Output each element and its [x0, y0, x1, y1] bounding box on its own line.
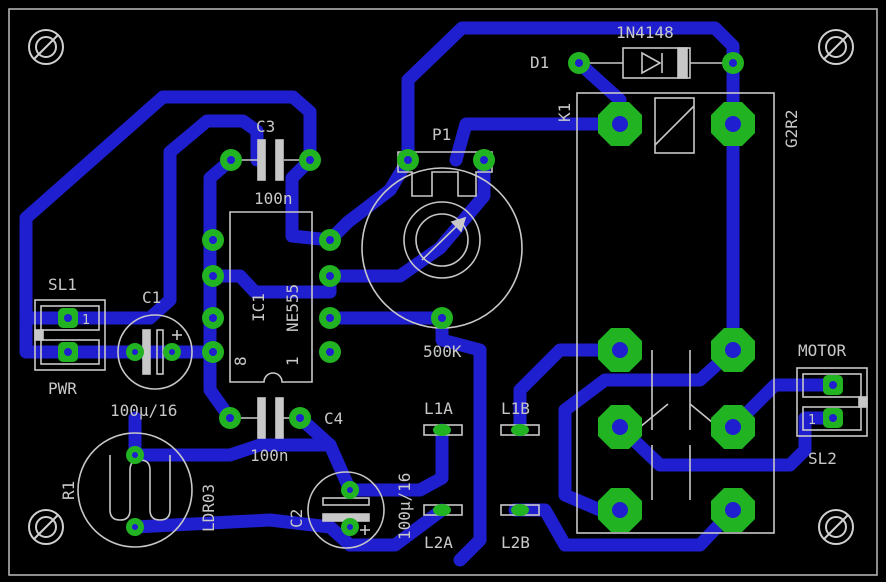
label-k1: K1: [555, 103, 574, 122]
silkscreen: [34, 47, 868, 549]
pad-k1-nc1: [598, 328, 642, 372]
label-d1: D1: [530, 53, 549, 72]
ic1-body: [229, 211, 313, 383]
mounting-hole-top-right: [818, 29, 854, 65]
label-l2a: L2A: [424, 533, 453, 552]
label-l1b: L1B: [501, 399, 530, 418]
label-p1: P1: [432, 125, 451, 144]
c4-body: [230, 397, 300, 439]
label-c3: C3: [256, 117, 275, 136]
pad-k1-coil-a: [598, 102, 642, 146]
mounting-hole-bottom-right: [818, 509, 854, 545]
sl1-body: [34, 299, 106, 371]
label-relay-value: G2R2: [782, 109, 801, 148]
pad-l2b: [511, 504, 529, 516]
mounting-hole-bottom-left: [28, 509, 64, 545]
sl2-body: [796, 367, 868, 437]
label-diode-value: 1N4148: [616, 23, 674, 42]
label-c2-value: 100µ/16: [395, 473, 414, 540]
pad-k1-com1: [598, 405, 642, 449]
label-c3-value: 100n: [254, 189, 293, 208]
label-sl1: SL1: [48, 275, 77, 294]
board-outline: [8, 8, 878, 576]
label-l1a: L1A: [424, 399, 453, 418]
pad-k1-coil-b: [711, 102, 755, 146]
label-l2b: L2B: [501, 533, 530, 552]
label-r1-value: LDR03: [199, 484, 218, 532]
label-sl1-pin1: 1: [82, 313, 90, 328]
c3-body: [231, 139, 310, 181]
mounting-hole-top-left: [28, 29, 64, 65]
label-ic-pin1: 1: [283, 356, 302, 366]
pad-l1b: [511, 424, 529, 436]
label-c4: C4: [324, 409, 343, 428]
d1-body: [579, 47, 733, 79]
label-pwr: PWR: [48, 379, 77, 398]
drill-holes: [64, 59, 837, 530]
label-c2: C2: [287, 509, 306, 528]
mounting-holes: [28, 29, 854, 545]
label-c1: C1: [142, 288, 161, 307]
label-sl2-pin1: 1: [808, 413, 816, 428]
label-motor: MOTOR: [798, 341, 847, 360]
pad-k1-com2: [711, 405, 755, 449]
label-r1: R1: [59, 481, 78, 500]
pad-l2a: [433, 504, 451, 516]
labels: D1 1N4148 K1 G2R2 C3 100n P1 IC1 NE555 8…: [48, 23, 847, 552]
k1-body: [576, 92, 775, 534]
label-p1-value: 500K: [423, 342, 462, 361]
relay-pads: [598, 102, 755, 532]
label-ic1-value: NE555: [283, 284, 302, 332]
pad-l1a: [433, 424, 451, 436]
label-sl2: SL2: [808, 449, 837, 468]
pad-k1-nc2: [711, 328, 755, 372]
label-ic1: IC1: [249, 293, 268, 322]
label-ic-pin8: 8: [231, 356, 250, 366]
label-c4-value: 100n: [250, 446, 289, 465]
pad-k1-no1: [598, 488, 642, 532]
c2-body: [307, 471, 385, 549]
pad-k1-no2: [711, 488, 755, 532]
label-c1-value: 100µ/16: [110, 401, 177, 420]
p1-body: [361, 151, 523, 329]
